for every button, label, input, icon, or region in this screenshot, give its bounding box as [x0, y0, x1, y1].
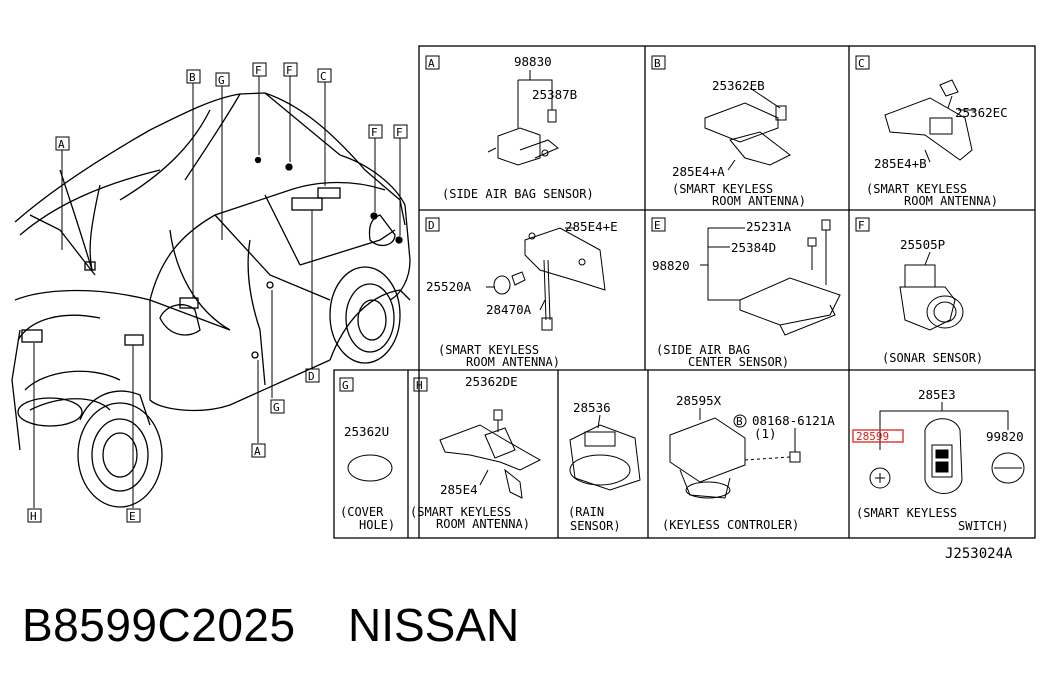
- car-label-f2: F: [286, 64, 293, 77]
- panel-c-part-25362ec: 25362EC: [955, 105, 1008, 120]
- switch-caption-2: SWITCH): [958, 519, 1009, 533]
- side-air-bag-center-sensor-drawing: [700, 219, 841, 336]
- panel-d-part-28470a: 28470A: [486, 302, 532, 317]
- panel-d-part-285e4e: 285E4+E: [565, 219, 618, 234]
- room-antenna-c-drawing: [884, 79, 975, 163]
- car-label-texts: A B G F F C F F D G A E H: [30, 64, 403, 523]
- panel-c-caption-2: ROOM ANTENNA): [904, 194, 998, 208]
- car-label-boxes: [27, 62, 408, 523]
- switch-highlight-box: [852, 429, 904, 443]
- panel-d-letter: D: [428, 219, 435, 232]
- rain-sensor-drawing: [569, 414, 641, 491]
- panel-c-part-285e4b: 285E4+B: [874, 156, 927, 171]
- smart-keyless-switch-drawing: [869, 402, 1025, 494]
- keyless-part-28595x: 28595X: [676, 393, 722, 408]
- diagram-code: J253024A: [945, 546, 1013, 562]
- panel-h-part-285e4: 285E4: [440, 482, 478, 497]
- bolt-circle-letter: B: [736, 415, 743, 428]
- panel-b-caption-2: ROOM ANTENNA): [712, 194, 806, 208]
- panel-f-caption: (SONAR SENSOR): [882, 351, 983, 365]
- panel-g-caption-2: HOLE): [359, 518, 395, 532]
- room-antenna-b-drawing: [704, 87, 791, 171]
- panel-h-letter: H: [416, 379, 423, 392]
- switch-caption-1: (SMART KEYLESS: [856, 506, 957, 520]
- car-label-c: C: [320, 70, 327, 83]
- car-label-f3: F: [371, 126, 378, 139]
- panel-a-part-25387b: 25387B: [532, 87, 577, 102]
- side-air-bag-sensor-drawing: [487, 70, 559, 166]
- car-label-g2: G: [273, 401, 280, 414]
- panel-f-letter: F: [858, 219, 865, 232]
- keyless-controller-drawing: [669, 408, 801, 499]
- panel-h-caption-1: (SMART KEYLESS: [410, 505, 511, 519]
- panel-e-caption-1: (SIDE AIR BAG: [656, 343, 750, 357]
- panel-a-letter: A: [428, 57, 435, 70]
- panel-c-letter: C: [858, 57, 865, 70]
- car-label-h: H: [30, 510, 37, 523]
- sonar-sensor-drawing: [899, 251, 964, 331]
- panel-d-caption-2: ROOM ANTENNA): [466, 355, 560, 369]
- panel-h-caption-2: ROOM ANTENNA): [436, 517, 530, 531]
- panel-a-part-98830: 98830: [514, 54, 552, 69]
- switch-part-285e3: 285E3: [918, 387, 956, 402]
- panel-g-caption-1: (COVER: [340, 505, 384, 519]
- panel-e-caption-2: CENTER SENSOR): [688, 355, 789, 369]
- bolt-circle-icon: [733, 414, 747, 428]
- panel-e-letter: E: [654, 219, 661, 232]
- car-leader-lines: [33, 76, 401, 508]
- panel-texts: A 98830 25387B (SIDE AIR BAG SENSOR) B 2…: [340, 54, 1024, 562]
- car-label-b: B: [189, 71, 196, 84]
- keyless-bolt-part: 08168-6121A: [752, 413, 835, 428]
- car-label-a1: A: [58, 138, 65, 151]
- cover-hole-shape: [347, 454, 393, 482]
- panel-e-part-25384d: 25384D: [731, 240, 776, 255]
- panel-grid: [333, 45, 1036, 539]
- switch-part-99820: 99820: [986, 429, 1024, 444]
- car-label-d: D: [308, 370, 315, 383]
- parts-diagram: A B G F F C F F D G A E H A 98830 25387B…: [11, 45, 1036, 562]
- panel-b-caption-1: (SMART KEYLESS: [672, 182, 773, 196]
- footer-brand: NISSAN: [348, 599, 520, 651]
- panel-e-part-25231a: 25231A: [746, 219, 792, 234]
- rain-caption-2: SENSOR): [570, 519, 621, 533]
- car-label-e: E: [129, 510, 136, 523]
- footer-part-number: B8599C2025: [22, 599, 296, 651]
- car-label-f1: F: [255, 64, 262, 77]
- panel-h-part-25362de: 25362DE: [465, 374, 518, 389]
- panel-c-caption-1: (SMART KEYLESS: [866, 182, 967, 196]
- panel-b-letter: B: [654, 57, 661, 70]
- panel-d-part-25520a: 25520A: [426, 279, 472, 294]
- switch-part-28599: 28599: [856, 430, 889, 443]
- panel-b-part-285e4a: 285E4+A: [672, 164, 725, 179]
- keyless-bolt-qty: (1): [754, 426, 777, 441]
- panel-a-caption: (SIDE AIR BAG SENSOR): [442, 187, 594, 201]
- panel-d-caption-1: (SMART KEYLESS: [438, 343, 539, 357]
- car-label-g1: G: [218, 74, 225, 87]
- room-antenna-d-drawing: [486, 227, 606, 331]
- car-label-a2: A: [254, 445, 261, 458]
- room-antenna-h-drawing: [439, 409, 542, 499]
- car-label-f4: F: [396, 126, 403, 139]
- panel-e-part-98820: 98820: [652, 258, 690, 273]
- rain-caption-1: (RAIN: [568, 505, 604, 519]
- panel-g-letter: G: [342, 379, 349, 392]
- keyless-caption: (KEYLESS CONTROLER): [662, 518, 799, 532]
- panel-b-part-25362eb: 25362EB: [712, 78, 765, 93]
- car-illustration: [11, 92, 411, 508]
- rain-part-28536: 28536: [573, 400, 611, 415]
- panel-g-part-25362u: 25362U: [344, 424, 389, 439]
- panel-f-part-25505p: 25505P: [900, 237, 945, 252]
